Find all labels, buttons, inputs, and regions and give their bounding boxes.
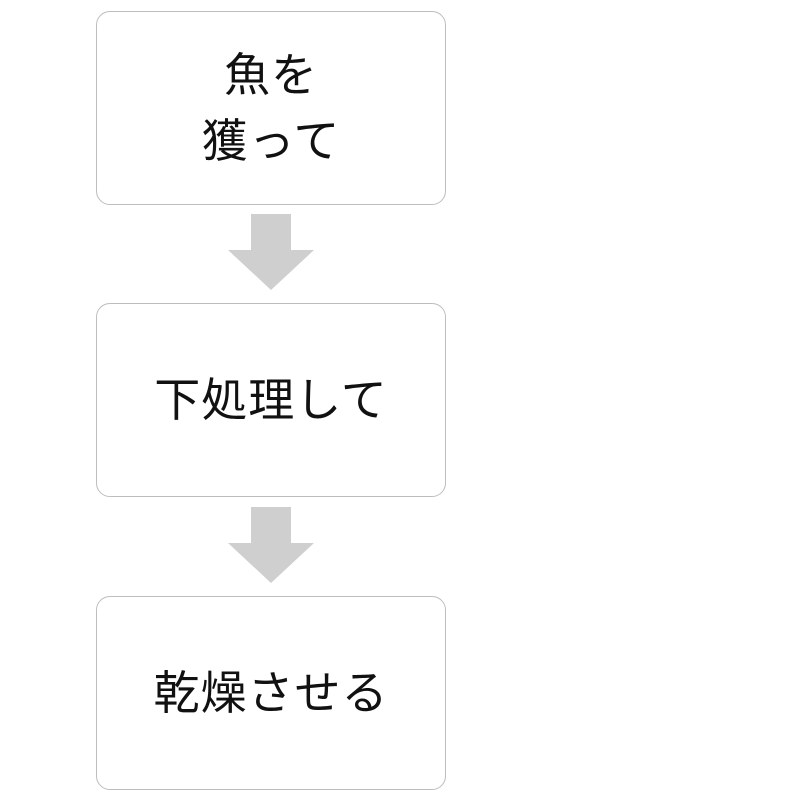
arrow-down-icon [228, 214, 314, 290]
step-label-line: 魚を [224, 48, 318, 102]
arrow-shape [228, 214, 314, 290]
step-label-line: 下処理して [154, 373, 388, 427]
step-box-preprocess: 下処理して [96, 303, 446, 497]
step-box-dry: 乾燥させる [96, 596, 446, 790]
step-label-line: 乾燥させる [153, 666, 389, 720]
step-box-catch-fish: 魚を 獲って [96, 11, 446, 205]
step-label-line: 獲って [201, 114, 341, 168]
arrow-shape [228, 507, 314, 583]
arrow-down-icon [228, 507, 314, 583]
